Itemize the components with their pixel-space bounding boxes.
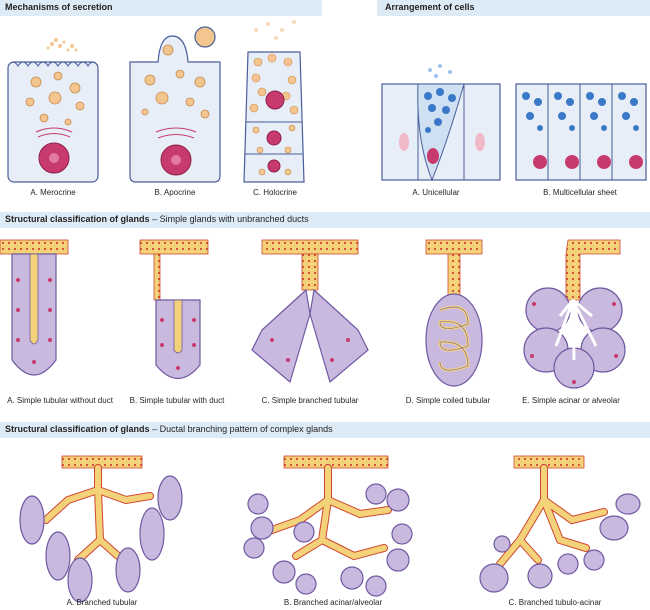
caption-simple-tubular-without-duct: A. Simple tubular without duct — [7, 396, 113, 405]
holocrine-cell — [243, 20, 305, 183]
simple-tubular-without-duct — [0, 239, 69, 376]
simple-glands-subtitle: – Simple glands with unbranched ducts — [152, 214, 309, 224]
arrangement-title: Arrangement of cells — [385, 2, 475, 12]
caption-merocrine: A. Merocrine — [30, 188, 76, 197]
section-header-secretion: Mechanisms of secretion — [0, 0, 322, 16]
merocrine-cell — [7, 38, 99, 183]
branched-tubulo-acinar — [479, 455, 641, 593]
caption-simple-acinar: E. Simple acinar or alveolar — [522, 396, 620, 405]
section-header-complex-glands: Structural classification of glands – Du… — [0, 422, 650, 438]
unicellular-gland — [381, 64, 501, 182]
caption-apocrine: B. Apocrine — [154, 188, 196, 197]
caption-branched-tubulo-acinar: C. Branched tubulo-acinar — [508, 598, 602, 607]
simple-acinar-alveolar — [523, 239, 626, 389]
caption-holocrine: C. Holocrine — [252, 188, 297, 197]
caption-multicellular-sheet: B. Multicellular sheet — [543, 188, 617, 197]
simple-tubular-with-duct — [139, 239, 209, 380]
caption-unicellular: A. Unicellular — [412, 188, 460, 197]
apocrine-cell — [129, 26, 221, 183]
caption-simple-branched-tubular: C. Simple branched tubular — [261, 396, 359, 405]
branched-tubular — [19, 455, 183, 603]
secretion-title: Mechanisms of secretion — [5, 2, 113, 12]
section-header-simple-glands: Structural classification of glands – Si… — [0, 212, 650, 228]
caption-simple-tubular-with-duct: B. Simple tubular with duct — [129, 396, 225, 405]
caption-branched-tubular: A. Branched tubular — [66, 598, 138, 607]
caption-branched-acinar: B. Branched acinar/alveolar — [283, 598, 383, 607]
caption-simple-coiled-tubular: D. Simple coiled tubular — [405, 396, 491, 405]
complex-glands-title: Structural classification of glands — [5, 424, 150, 434]
branched-acinar-alveolar — [243, 455, 413, 597]
simple-coiled-tubular — [425, 239, 483, 387]
simple-glands-title: Structural classification of glands — [5, 214, 150, 224]
section-header-arrangement: Arrangement of cells — [377, 0, 650, 16]
complex-glands-subtitle: – Ductal branching pattern of complex gl… — [152, 424, 333, 434]
multicellular-sheet — [515, 83, 647, 181]
simple-branched-tubular — [251, 239, 369, 384]
